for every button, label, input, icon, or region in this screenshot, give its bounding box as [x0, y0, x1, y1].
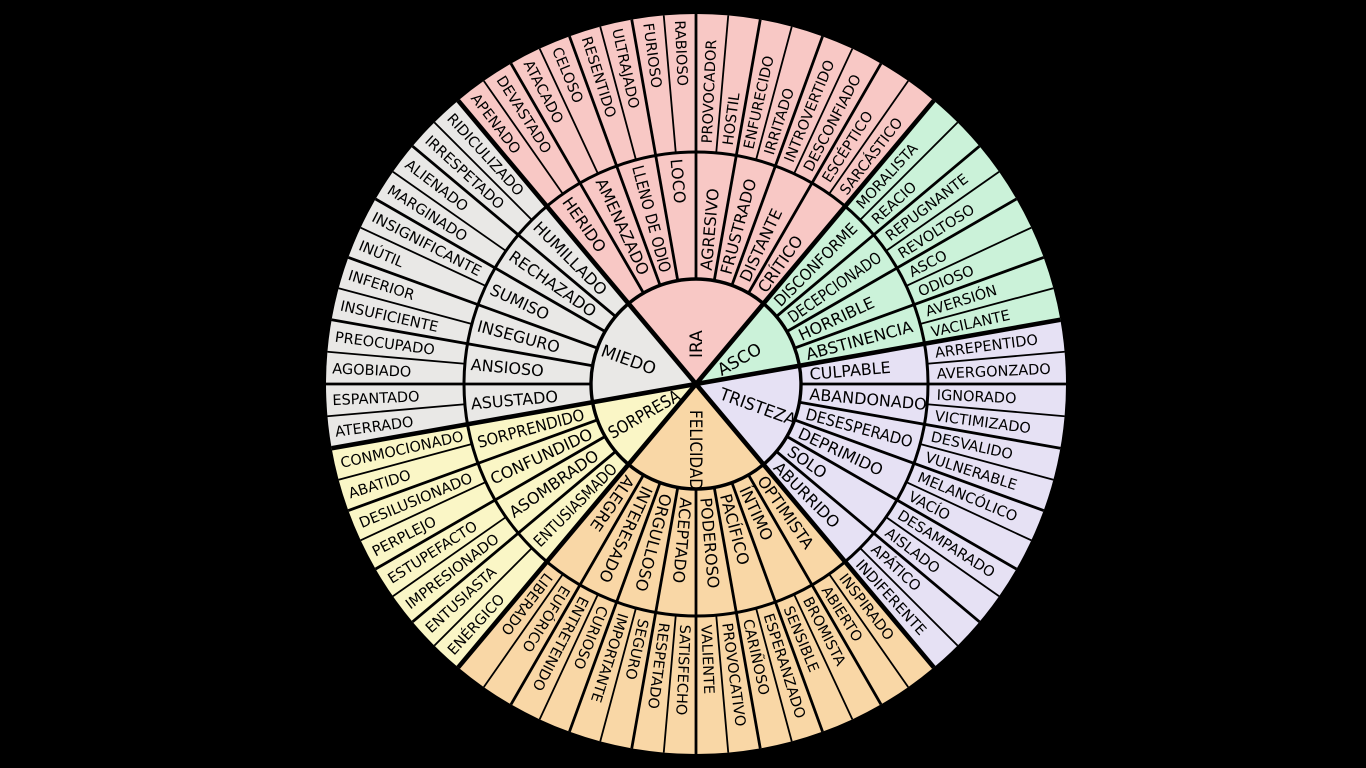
- sector-boundary-line: [694, 382, 936, 669]
- outer-divider-line: [433, 547, 533, 647]
- ring-divider-line: [568, 482, 662, 733]
- ring-divider-line: [347, 418, 598, 512]
- outer-divider-line: [715, 615, 730, 753]
- outer-divider-line: [392, 516, 507, 597]
- ring-divider-line: [568, 35, 662, 286]
- outer-emotion-label: PROVOCADOR: [700, 39, 721, 143]
- outer-divider-line: [538, 48, 599, 175]
- outer-divider-line: [793, 593, 854, 720]
- sector-name-label: IRA: [687, 330, 707, 358]
- ring-divider-line: [331, 318, 593, 368]
- ring-divider-line: [775, 450, 981, 623]
- ring-divider-line: [347, 256, 598, 350]
- sector-miedo: [326, 100, 696, 449]
- outer-divider-line: [927, 350, 1065, 365]
- outer-divider-line: [793, 48, 854, 175]
- ring-divider-line: [775, 145, 981, 318]
- outer-divider-line: [885, 171, 1000, 252]
- outer-divider-line: [859, 547, 959, 647]
- sector-tristeza: [696, 319, 1066, 668]
- ring-divider-line: [794, 256, 1045, 350]
- sector-boundary-line: [695, 317, 1061, 387]
- ring-divider-line: [747, 62, 883, 294]
- outer-emotion-label: VALIENTE: [697, 624, 716, 694]
- outer-divider-line: [360, 226, 487, 287]
- ring-divider-line: [730, 482, 824, 733]
- outer-divider-line: [755, 607, 793, 742]
- outer-divider-line: [919, 287, 1054, 325]
- outer-divider-line: [905, 481, 1032, 542]
- ring-divider-line: [712, 487, 762, 749]
- outer-emotion-label: HOSTIL: [721, 92, 744, 146]
- ring-divider-line: [630, 19, 680, 281]
- outer-divider-line: [919, 443, 1054, 481]
- ring-divider-line: [730, 35, 824, 286]
- outer-divider-line: [755, 26, 793, 161]
- outer-divider-line: [433, 121, 533, 221]
- outer-divider-line: [662, 615, 677, 753]
- outer-divider-line: [338, 443, 473, 481]
- outer-emotion-label: IGNORADO: [936, 388, 1016, 407]
- ring-divider-line: [794, 418, 1045, 512]
- outer-divider-line: [599, 26, 637, 161]
- outer-divider-line: [483, 573, 564, 688]
- sector-boundary-line: [456, 382, 698, 669]
- outer-divider-line: [927, 403, 1065, 418]
- outer-divider-line: [859, 121, 959, 221]
- outer-emotion-label: SATISFECHO: [672, 624, 692, 715]
- outer-divider-line: [905, 226, 1032, 287]
- ring-divider-line: [374, 435, 606, 571]
- outer-divider-line: [828, 573, 909, 688]
- middle-emotion-label: LOCO: [667, 158, 690, 204]
- ring-divider-line: [712, 19, 762, 281]
- outer-emotion-label: ESPANTADO: [332, 389, 420, 409]
- outer-divider-line: [599, 607, 637, 742]
- ring-divider-line: [747, 474, 883, 706]
- outer-divider-line: [538, 593, 599, 720]
- outer-divider-line: [360, 481, 487, 542]
- outer-divider-line: [392, 171, 507, 252]
- outer-divider-line: [327, 403, 465, 418]
- ring-divider-line: [786, 435, 1018, 571]
- middle-ring-circle: [462, 150, 930, 618]
- outer-divider-line: [662, 15, 677, 153]
- outer-emotion-label: AGOBIADO: [332, 361, 412, 380]
- outer-divider-line: [885, 516, 1000, 597]
- sector-boundary-line: [694, 99, 936, 386]
- ring-divider-line: [630, 487, 680, 749]
- ring-divider-line: [411, 450, 617, 623]
- outer-divider-line: [828, 80, 909, 195]
- outer-divider-line: [338, 287, 473, 325]
- outer-emotion-label: RABIOSO: [671, 20, 690, 86]
- ring-divider-line: [509, 62, 645, 294]
- inner-circle: [589, 277, 803, 491]
- ring-divider-line: [786, 197, 1018, 333]
- ring-divider-line: [411, 145, 617, 318]
- ring-divider-line: [374, 197, 606, 333]
- ring-divider-line: [799, 400, 1061, 450]
- sector-boundary-line: [331, 381, 697, 451]
- ring-divider-line: [509, 474, 645, 706]
- outer-divider-line: [483, 80, 564, 195]
- outer-divider-line: [327, 350, 465, 365]
- sector-boundary-line: [456, 99, 698, 386]
- outer-divider-line: [715, 15, 730, 153]
- sector-name-label: FELICIDAD: [685, 410, 705, 490]
- outer-emotion-label: AVERGONZADO: [936, 362, 1051, 383]
